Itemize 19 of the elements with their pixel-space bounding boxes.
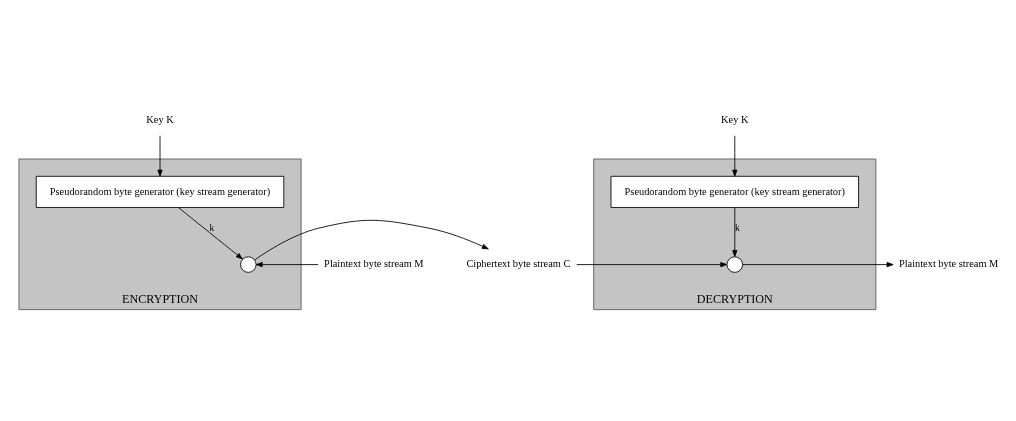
arrow bbox=[157, 135, 163, 177]
node-text: Key K bbox=[146, 113, 174, 125]
edge-label: k bbox=[209, 222, 215, 233]
arrow bbox=[255, 262, 319, 268]
arrow bbox=[576, 262, 728, 268]
node-circle bbox=[726, 256, 743, 273]
node-text: Key K bbox=[721, 113, 749, 125]
arrow bbox=[732, 135, 738, 177]
arrow bbox=[732, 207, 738, 257]
arrow bbox=[254, 219, 489, 261]
node-circle bbox=[240, 256, 257, 273]
node-box: Pseudorandom byte generator (key stream generator) bbox=[610, 175, 859, 208]
arrow bbox=[178, 207, 243, 260]
node-box: Pseudorandom byte generator (key stream generator) bbox=[35, 175, 285, 208]
node-text: Plaintext byte stream M bbox=[898, 258, 999, 270]
node-text: Plaintext byte stream M bbox=[324, 258, 424, 270]
node-text: Ciphertext byte stream C bbox=[466, 258, 571, 270]
edge-label: k bbox=[735, 222, 740, 233]
arrow bbox=[742, 262, 894, 268]
